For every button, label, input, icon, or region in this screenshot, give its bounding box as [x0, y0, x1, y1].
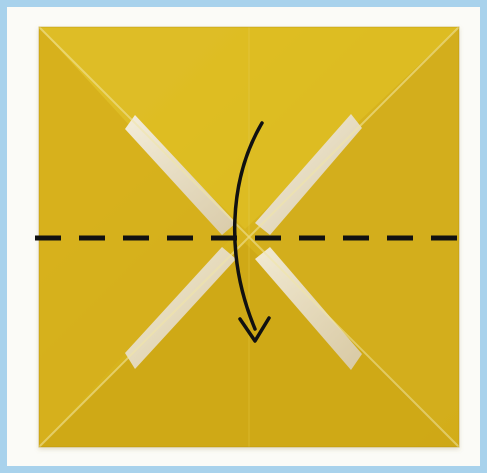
origami-photo [7, 7, 480, 466]
origami-illustration [7, 7, 480, 466]
